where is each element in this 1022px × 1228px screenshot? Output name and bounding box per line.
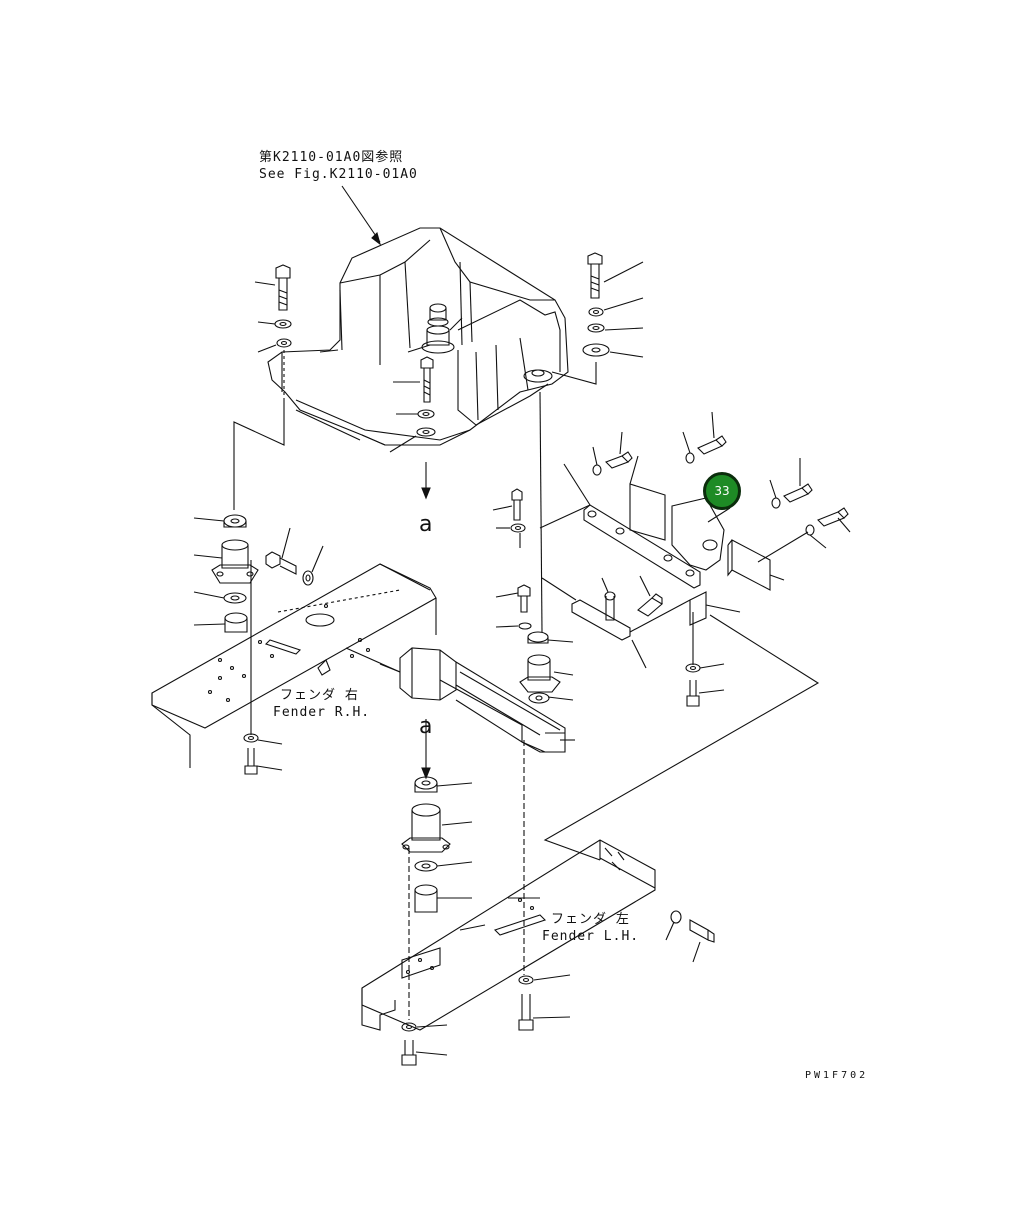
fender-lh-bolts [401, 910, 715, 1066]
side-bolt [265, 527, 324, 586]
mount-stack-left [193, 514, 259, 633]
mount-stack-lower [401, 719, 473, 913]
bracket-bottom-bolt [685, 663, 725, 707]
support-beam [345, 647, 566, 753]
fender-lh [361, 839, 656, 1031]
cab-mount-top [421, 303, 463, 354]
mount-stack-center [519, 631, 575, 741]
reference-note-en: See Fig.K2110-01A0 [259, 167, 418, 182]
fender-lh-label-en: Fender L.H. [542, 929, 640, 944]
sensor-rail [541, 575, 691, 669]
bolt-group-upper-left [254, 264, 292, 400]
reference-note-jp: 第K2110-01A0図参照 [259, 150, 404, 165]
fender-rh-label-en: Fender R.H. [273, 705, 371, 720]
view-marker-a-top: a [419, 512, 433, 537]
fender-lh-label-jp: フェンダ 左 [551, 912, 630, 927]
fender-rh [151, 563, 437, 768]
view-marker-a-bottom: a [419, 714, 433, 739]
fender-rh-label-jp: フェンダ 右 [280, 688, 359, 703]
part-callout-number: 33 [714, 484, 730, 498]
figure-code: PW1F702 [805, 1070, 869, 1081]
part-callout-33[interactable]: 33 [703, 472, 741, 510]
alignment-lines [233, 391, 820, 1020]
fender-rh-bolt [243, 733, 283, 775]
leader-lines-misc [319, 344, 431, 353]
bracket-bolts [592, 411, 851, 549]
bolt-group-upper-right [551, 252, 644, 385]
bolt-group-center [492, 488, 532, 630]
bolt-group-cab-center [389, 356, 436, 500]
cab-frame [267, 227, 569, 446]
reference-arrow [341, 185, 381, 246]
